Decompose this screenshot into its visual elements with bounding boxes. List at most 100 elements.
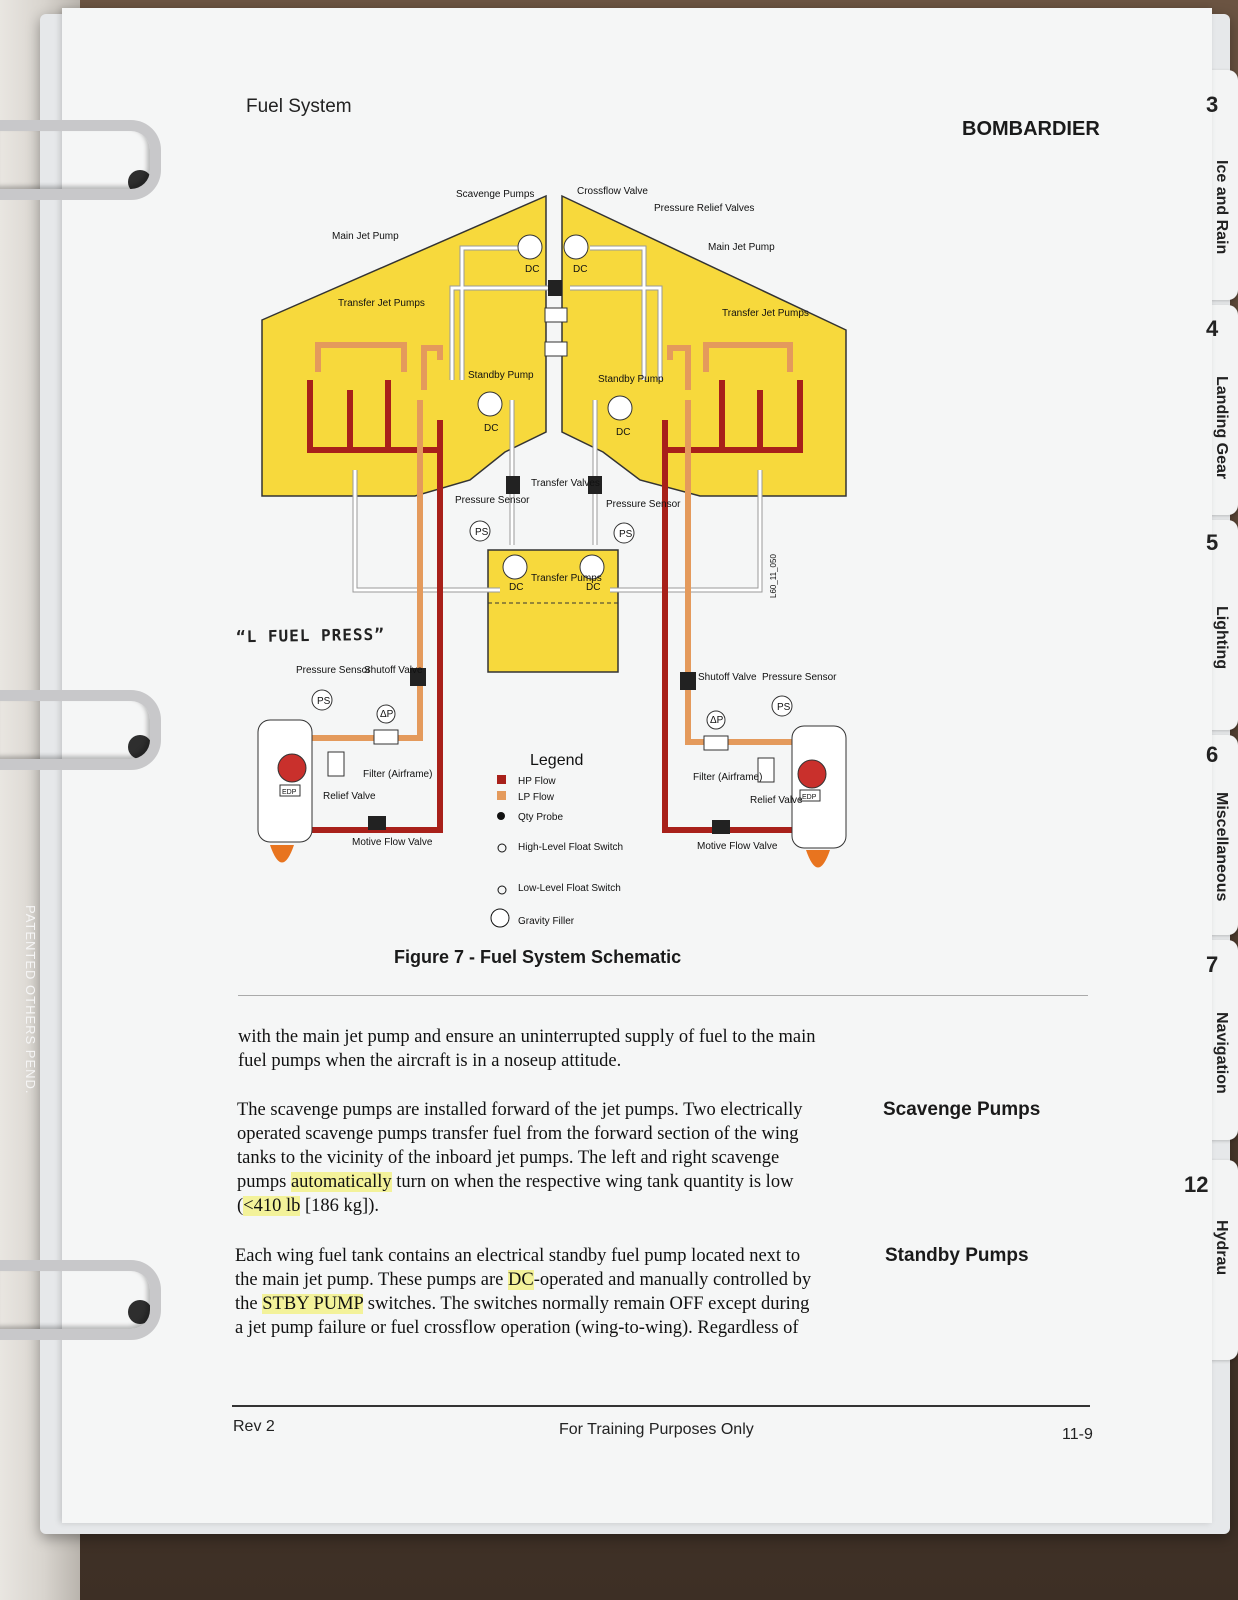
svg-text:EDP: EDP [802, 794, 817, 801]
dc-label: DC [586, 582, 600, 593]
text-line: the STBY PUMP switches. The switches nor… [235, 1292, 811, 1316]
highlighted-text: automatically [290, 1172, 392, 1192]
label-pressure-sensor-left: Pressure Sensor [296, 665, 371, 676]
text-line: the main jet pump. These pumps are DC-op… [235, 1268, 811, 1292]
text-line: tanks to the vicinity of the inboard jet… [237, 1148, 780, 1168]
legend-item: Qty Probe [518, 812, 563, 823]
paragraph-scavenge: The scavenge pumps are installed forward… [237, 1098, 803, 1218]
label-pressure-sensor-right: Pressure Sensor [762, 672, 837, 683]
divider [238, 995, 1088, 996]
text-run: [186 kg]). [300, 1196, 379, 1216]
text-line: operated scavenge pumps transfer fuel fr… [237, 1124, 799, 1144]
tab-label: Hydrau [1213, 1220, 1230, 1276]
tab-number: 12 [1184, 1172, 1209, 1197]
label-crossflow-valve: Crossflow Valve [577, 186, 648, 197]
label-main-jet-pump-left: Main Jet Pump [332, 231, 399, 242]
brand-logo: BOMBARDIER [962, 118, 1100, 140]
legend-item: HP Flow [518, 776, 556, 787]
binder-ring [0, 1260, 161, 1340]
legend-item: Gravity Filler [518, 916, 575, 927]
binder-ring [0, 690, 161, 770]
legend: Legend HP Flow LP Flow Qty Probe High-Le… [490, 752, 623, 928]
text-run: turn on when the respective wing tank qu… [391, 1172, 794, 1192]
figure-caption: Figure 7 - Fuel System Schematic [394, 947, 682, 967]
label-motive-flow-valve-left: Motive Flow Valve [352, 837, 433, 848]
footer-disclaimer: For Training Purposes Only [559, 1421, 754, 1438]
diagram-labels: Scavenge Pumps Crossflow Valve Pressure … [296, 186, 837, 852]
dc-label: DC [484, 423, 498, 434]
label-main-jet-pump-right: Main Jet Pump [708, 242, 775, 253]
legend-item: LP Flow [518, 792, 555, 803]
label-scavenge-pumps: Scavenge Pumps [456, 189, 534, 200]
side-heading-scavenge: Scavenge Pumps [883, 1099, 1041, 1120]
label-standby-pump-right: Standby Pump [598, 374, 664, 385]
legend-title: Legend [530, 752, 583, 769]
ps-label: PS [317, 696, 331, 707]
label-transfer-jet-pumps-left: Transfer Jet Pumps [338, 298, 425, 309]
label-transfer-pumps: Transfer Pumps [531, 573, 602, 584]
text-line: The scavenge pumps are installed forward… [237, 1100, 803, 1120]
dc-label: DC [573, 264, 587, 275]
dc-label: DC [509, 582, 523, 593]
text-line: (<410 lb [186 kg]). [237, 1194, 803, 1218]
text-run: the [235, 1294, 263, 1314]
text-run: -operated and manually controlled by [533, 1270, 812, 1290]
paragraph-standby: Each wing fuel tank contains an electric… [235, 1244, 811, 1340]
tab-number: 4 [1206, 316, 1219, 341]
label-filter-left: Filter (Airframe) [363, 769, 432, 780]
text-line: with the main jet pump and ensure an uni… [238, 1027, 816, 1047]
binder-ring [0, 120, 161, 200]
legend-lp-swatch [497, 791, 506, 800]
qty-probe-icon [497, 812, 505, 820]
text-run: ( [237, 1196, 244, 1216]
label-transfer-jet-pumps-right: Transfer Jet Pumps [722, 308, 809, 319]
svg-text:EDP: EDP [282, 789, 297, 796]
label-shutoff-valve-left: Shutoff Valve [364, 665, 423, 676]
legend-item: High-Level Float Switch [518, 842, 623, 853]
label-pressure-sensor-top-left: Pressure Sensor [455, 495, 530, 506]
label-motive-flow-valve-right: Motive Flow Valve [697, 841, 778, 852]
label-relief-valve-right: Relief Valve [750, 795, 803, 806]
dp-label: ΔP [380, 709, 394, 720]
text-run: pumps [237, 1172, 291, 1192]
paragraph-1: with the main jet pump and ensure an uni… [238, 1025, 815, 1073]
ps-label: PS [619, 529, 633, 540]
tab-label: Navigation [1213, 1012, 1230, 1094]
tab-number: 6 [1206, 742, 1219, 767]
tab-number: 5 [1206, 530, 1219, 555]
label-shutoff-valve-right: Shutoff Valve [698, 672, 757, 683]
text-run: switches. The switches normally remain O… [363, 1294, 810, 1314]
footer-rule [232, 1405, 1090, 1407]
highlighted-text: STBY PUMP [262, 1294, 364, 1314]
label-transfer-valves: Transfer Valves [531, 478, 600, 489]
low-float-switch-icon [497, 885, 507, 895]
text-line: a jet pump failure or fuel crossflow ope… [235, 1318, 799, 1338]
lp-flow-lines [290, 342, 820, 745]
highlighted-text: <410 lb [243, 1196, 301, 1216]
legend-item: Low-Level Float Switch [518, 883, 621, 894]
left-engine: EDP [257, 719, 313, 863]
footer-revision: Rev 2 [233, 1418, 275, 1435]
ps-label: PS [777, 702, 791, 713]
text-line: fuel pumps when the aircraft is in a nos… [238, 1051, 622, 1071]
label-standby-pump-left: Standby Pump [468, 370, 534, 381]
label-relief-valve-left: Relief Valve [323, 791, 376, 802]
fuel-system-schematic: EDP EDP PS PS PS PS ΔP ΔP DC DC DC DC DC… [257, 186, 847, 928]
handwritten-note: “L FUEL PRESS” [235, 624, 386, 647]
label-ref-code: L60_11_050 [769, 554, 778, 598]
ps-label: PS [475, 527, 489, 538]
text-line: pumps automatically turn on when the res… [237, 1170, 803, 1194]
gravity-filler-icon [490, 908, 510, 928]
highlighted-text: DC [507, 1270, 534, 1290]
label-pressure-relief-valves: Pressure Relief Valves [654, 203, 754, 214]
high-float-switch-icon [497, 843, 507, 853]
dc-label: DC [525, 264, 539, 275]
label-pressure-sensor-top-right: Pressure Sensor [606, 499, 681, 510]
footer-page-number: 11-9 [1062, 1426, 1093, 1443]
label-filter-right: Filter (Airframe) [693, 772, 762, 783]
dc-label: DC [616, 427, 630, 438]
right-engine: EDP [791, 725, 847, 868]
side-heading-standby: Standby Pumps [885, 1245, 1029, 1266]
tab-number: 7 [1206, 952, 1219, 977]
text-run: the main jet pump. These pumps are [235, 1270, 508, 1290]
